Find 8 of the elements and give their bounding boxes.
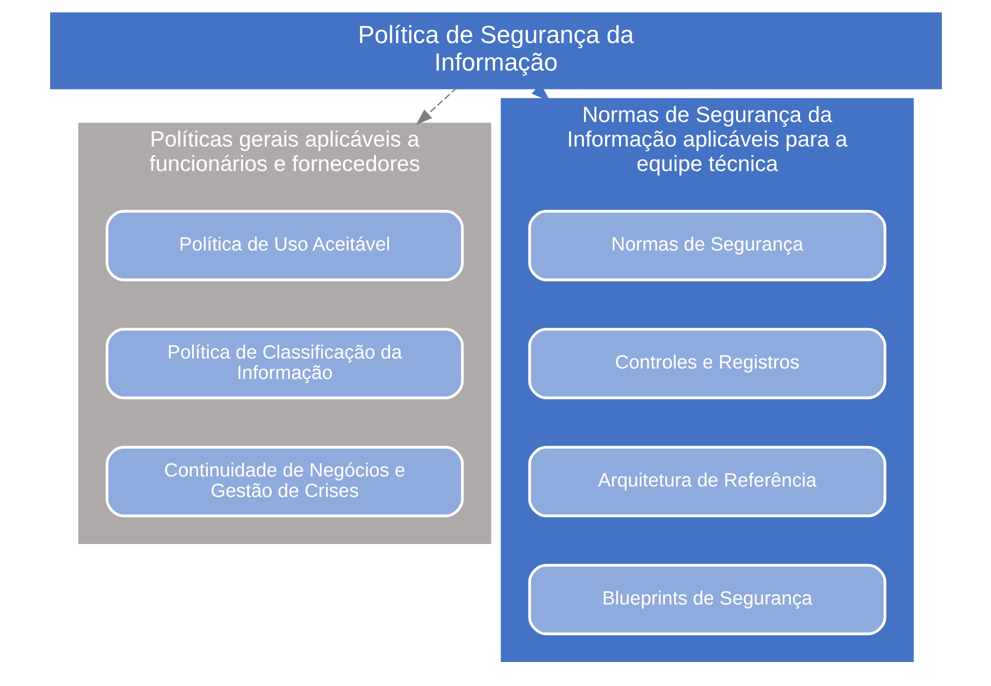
node-box: Continuidade de Negócios e Gestão de Crises	[105, 446, 464, 518]
node-box: Normas de Segurança	[528, 210, 886, 282]
node-box: Blueprints de Segurança	[528, 564, 886, 636]
node-box: Arquitetura de Referência	[528, 446, 886, 518]
node-box: Política de Classificação da Informação	[105, 328, 464, 400]
node-box: Controles e Registros	[528, 328, 886, 400]
node-box: Política de Uso Aceitável	[105, 210, 464, 282]
arrow	[416, 87, 457, 125]
